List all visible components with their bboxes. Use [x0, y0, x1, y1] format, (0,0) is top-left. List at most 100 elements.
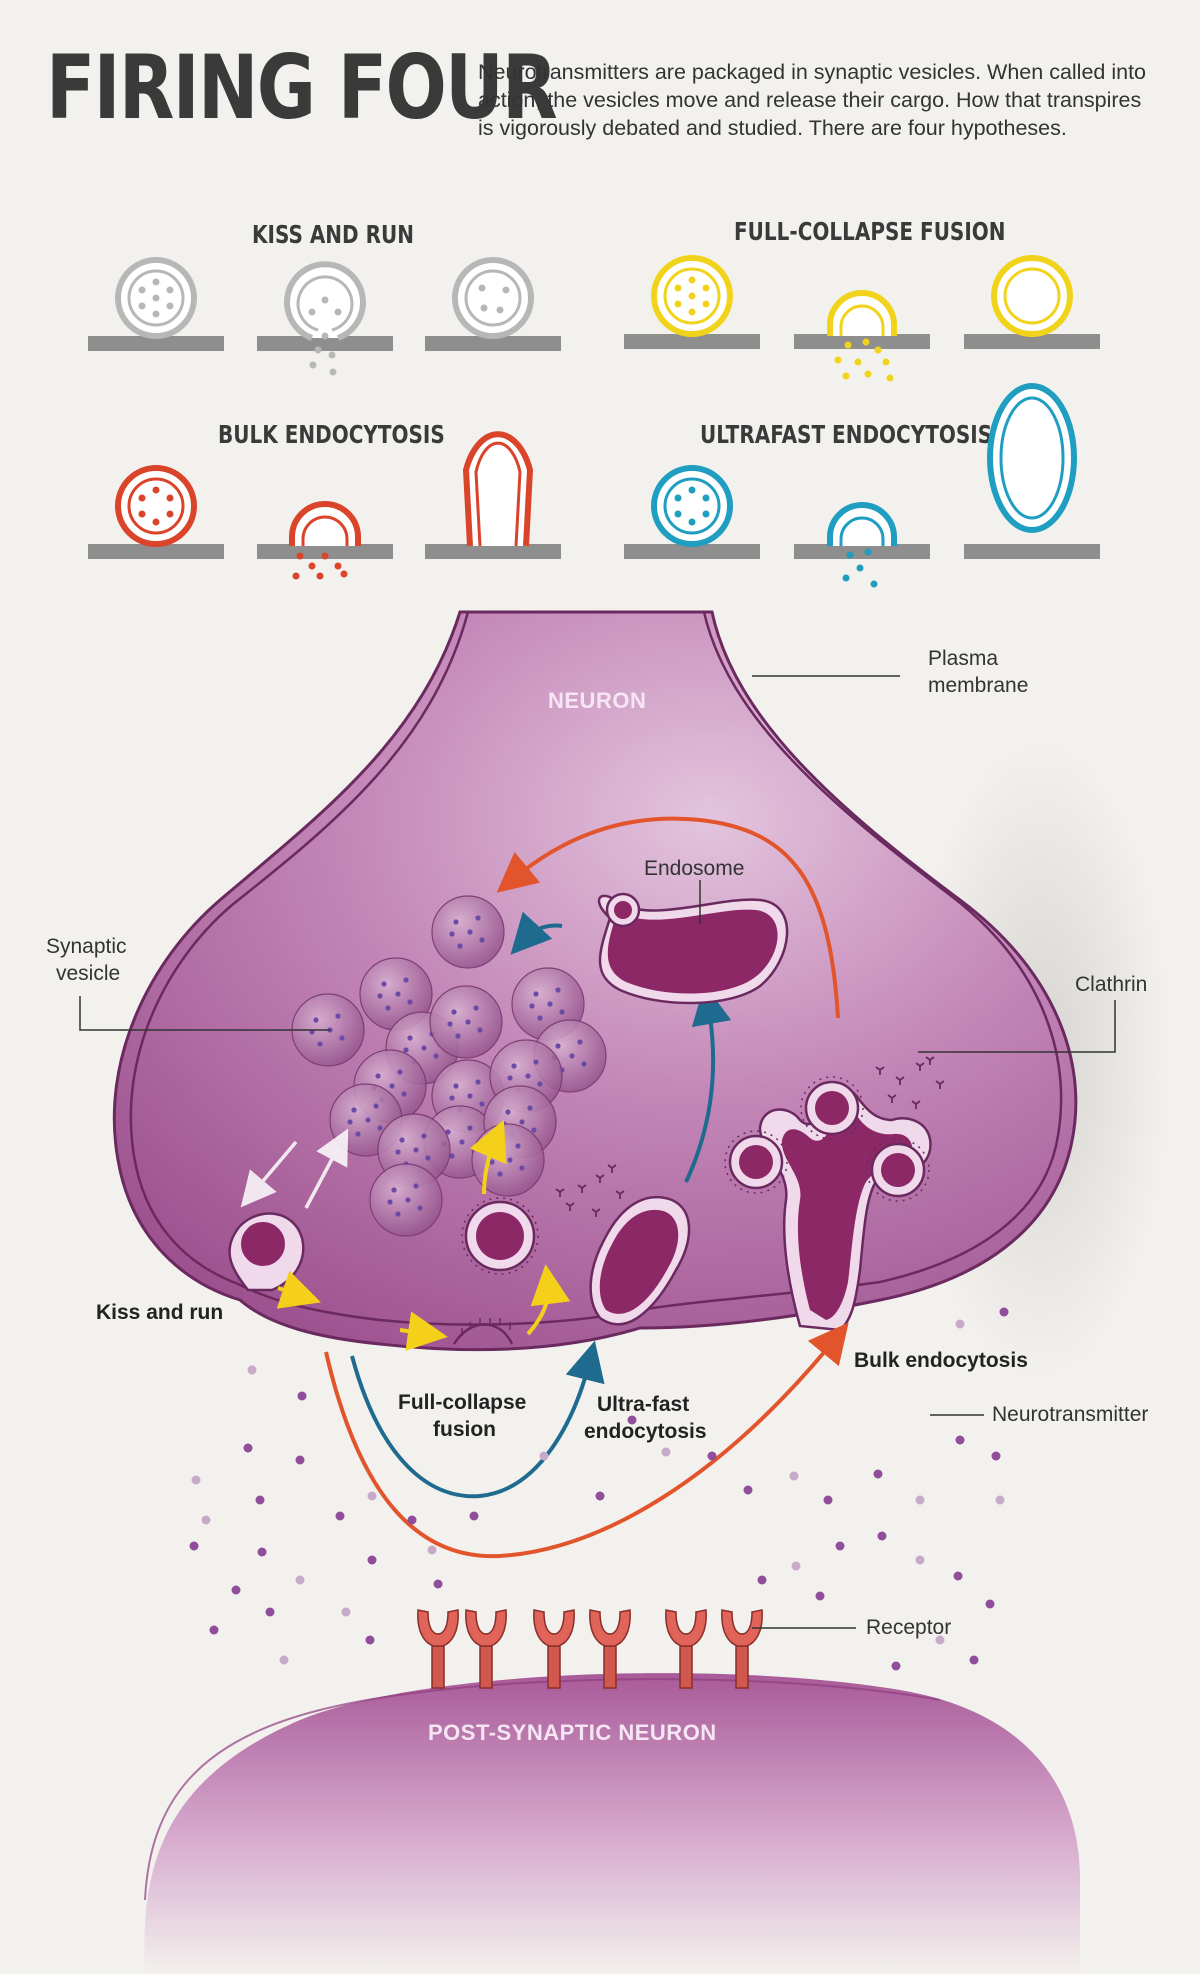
neurotransmitter: [995, 1495, 1005, 1505]
neurotransmitter-dots: [189, 1307, 1009, 1671]
clathrin-triskelion: [887, 1094, 897, 1103]
receptor: [721, 1609, 763, 1689]
clathrin-coat: [461, 1318, 511, 1336]
neurotransmitter: [815, 1591, 825, 1601]
full-collapse-label-1: Full-collapse: [398, 1391, 527, 1414]
neurotransmitter: [791, 1561, 801, 1571]
ultrafast-endocytosis-icons: [624, 383, 1100, 588]
arrow-blue-to-vesicles: [510, 911, 563, 955]
receptor: [589, 1609, 631, 1689]
clathrin-triskelion: [615, 1190, 625, 1199]
neurotransmitter: [433, 1579, 443, 1589]
arrow-yellow-1: [276, 1270, 321, 1309]
neurotransmitter: [407, 1515, 417, 1525]
neurotransmitter: [985, 1599, 995, 1609]
neurotransmitter: [257, 1547, 267, 1557]
arrow-kiss-down: [240, 1140, 298, 1208]
receptor: [665, 1609, 707, 1689]
post-synaptic-label: POST-SYNAPTIC NEURON: [428, 1720, 717, 1745]
clathrin-fragments: [555, 1056, 945, 1217]
neurotransmitter: [707, 1451, 717, 1461]
neurotransmitter: [365, 1635, 375, 1645]
heading-full-collapse: FULL-COLLAPSE FUSION: [734, 217, 1006, 246]
neurotransmitter: [595, 1491, 605, 1501]
bulk-invagination-icon: [462, 431, 534, 547]
neurotransmitter: [915, 1555, 925, 1565]
plasma-membrane-inner-right: [702, 611, 1063, 1284]
heading-ultrafast-endocytosis: ULTRAFAST ENDOCYTOSIS: [700, 420, 993, 449]
neuron-label: NEURON: [548, 688, 647, 713]
membrane-bar: [624, 544, 760, 559]
ultrafast-endosome-vesicle: [589, 1195, 691, 1326]
membrane-bar: [794, 544, 930, 559]
neurotransmitter: [757, 1575, 767, 1585]
arrow-yellow-4: [469, 1119, 507, 1195]
synaptic-vesicle: [429, 985, 503, 1059]
kiss-and-run-label: Kiss and run: [96, 1301, 224, 1324]
membrane-bar: [794, 334, 930, 349]
clathrin-triskelion: [607, 1164, 617, 1173]
neurotransmitter: [335, 1511, 345, 1521]
neurotransmitter: [231, 1585, 241, 1595]
neurotransmitter: [969, 1655, 979, 1665]
post-synaptic-neuron: [144, 1673, 1080, 1974]
neurotransmitter: [935, 1635, 945, 1645]
clathrin-triskelion: [591, 1208, 601, 1217]
receptor: [465, 1609, 507, 1689]
clathrin-coated-vesicle: [461, 1197, 539, 1275]
neurotransmitter: [295, 1575, 305, 1585]
ultrafast-label-1: Ultra-fast: [597, 1393, 690, 1416]
arrow-kiss-up: [304, 1128, 349, 1209]
clathrin-triskelion: [875, 1066, 885, 1075]
synaptic-vesicle: [369, 1163, 443, 1237]
full-collapse-label-2: fusion: [433, 1418, 496, 1441]
neurotransmitter: [743, 1485, 753, 1495]
post-synaptic-membrane: [144, 1678, 941, 1901]
membrane-bar: [257, 336, 393, 351]
ultrafast-cycle-arrow: [350, 1340, 605, 1499]
clathrin-triskelion: [555, 1188, 565, 1197]
neurotransmitter: [627, 1415, 637, 1425]
neurotransmitter: [201, 1515, 211, 1525]
plasma-membrane-label-1: Plasma: [928, 647, 999, 670]
clathrin-triskelion: [565, 1202, 575, 1211]
bulk-cycle-arrow: [324, 1322, 849, 1559]
bulk-endocytosis-structure: [724, 1076, 932, 1332]
neurotransmitter: [955, 1435, 965, 1445]
neurotransmitter: [367, 1491, 377, 1501]
ultrafast-vesicle-icon: [987, 383, 1077, 533]
neurotransmitter: [279, 1655, 289, 1665]
neurotransmitter-label: Neurotransmitter: [992, 1403, 1149, 1426]
receptor: [417, 1609, 459, 1689]
clathrin-label: Clathrin: [1075, 973, 1148, 996]
neurotransmitter: [873, 1469, 883, 1479]
neurotransmitter: [247, 1365, 257, 1375]
full-collapse-icons: [624, 255, 1100, 382]
clathrin-triskelion: [577, 1184, 587, 1193]
clathrin-triskelion: [595, 1174, 605, 1183]
kiss-and-run-icons: [88, 257, 561, 376]
membrane-bar: [624, 334, 760, 349]
plasma-membrane-inner-left: [129, 611, 470, 1286]
ultrafast-label-2: endocytosis: [584, 1420, 707, 1443]
arrow-blue-to-endosome: [684, 984, 732, 1183]
membrane-bar: [964, 544, 1100, 559]
collapsing-vesicle-icon: [827, 502, 897, 546]
synaptic-vesicle: [431, 895, 505, 969]
kiss-and-run-vesicle: [228, 1212, 305, 1292]
neurotransmitter: [255, 1495, 265, 1505]
bulk-endocytosis-icons: [88, 431, 561, 580]
neurotransmitter: [209, 1625, 219, 1635]
synaptic-vesicle-cluster: [291, 895, 607, 1237]
arrow-yellow-3: [526, 1264, 571, 1336]
membrane-bar: [964, 334, 1100, 349]
neurotransmitter: [877, 1531, 887, 1541]
heading-bulk-endocytosis: BULK ENDOCYTOSIS: [218, 420, 445, 449]
neurotransmitter: [469, 1511, 479, 1521]
membrane-bar: [425, 544, 561, 559]
clathrin-triskelion: [925, 1056, 935, 1065]
collapsing-vesicle-icon: [827, 290, 897, 336]
bulk-endocytosis-label: Bulk endocytosis: [854, 1349, 1028, 1372]
endosome: [597, 892, 789, 1005]
